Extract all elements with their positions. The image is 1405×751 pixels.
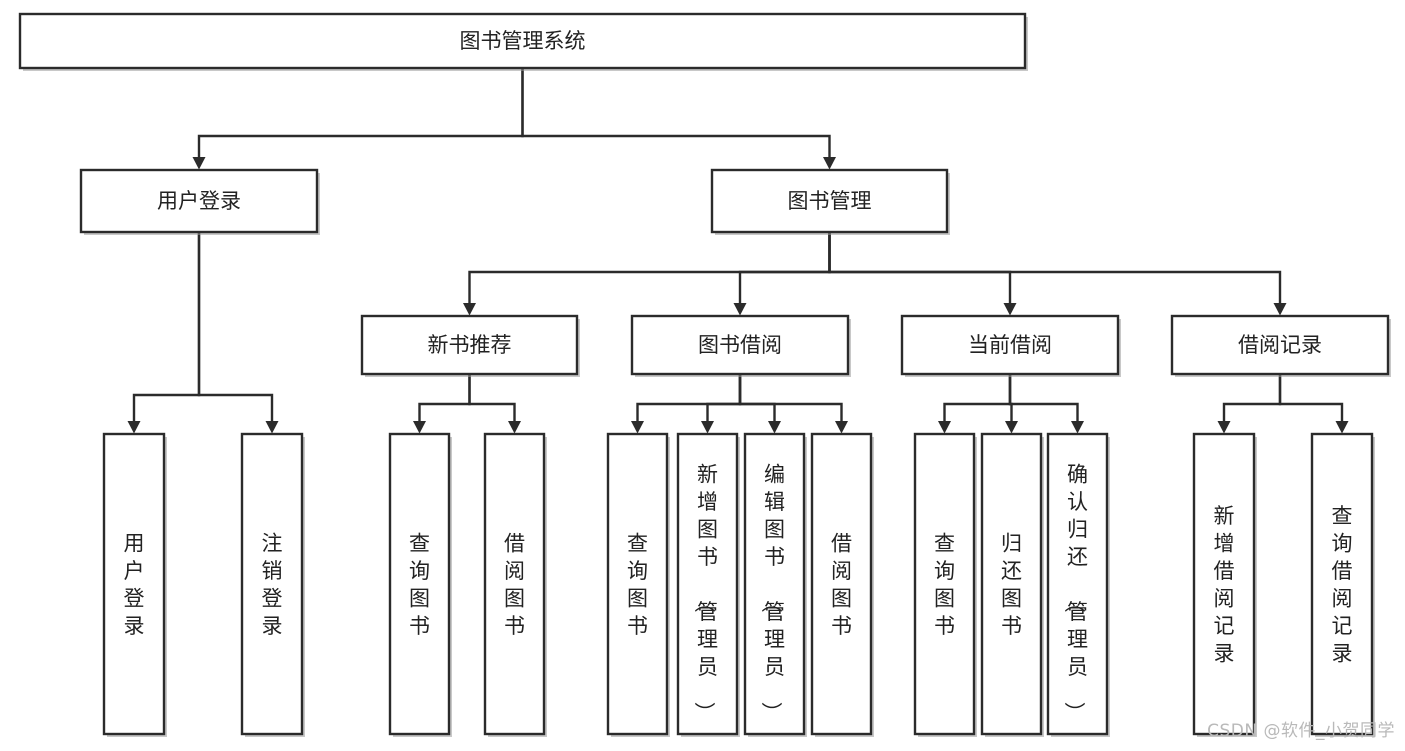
node-rect[interactable] <box>900 314 1120 376</box>
node-leaf-borrow-edit[interactable]: 编辑图书（管理员） <box>743 432 807 737</box>
node-borrow[interactable]: 图书借阅 <box>630 314 851 377</box>
node-label: 图书管理系统 <box>460 29 586 53</box>
node-leaf-record-add[interactable]: 新增借阅记录 <box>1192 432 1257 737</box>
node-leaf-newbook-query[interactable]: 查询图书 <box>388 432 452 737</box>
edge-current-to-leaf-current-query <box>938 374 1012 434</box>
arrow-head-icon <box>1005 421 1018 434</box>
node-leaf-user-login[interactable]: 用户登录 <box>102 432 167 737</box>
node-rect[interactable] <box>913 432 976 736</box>
arrow-head-icon <box>265 421 279 434</box>
edge-bookmgmt-to-newbook <box>463 232 831 316</box>
nodes-layer: 图书管理系统用户登录图书管理新书推荐图书借阅当前借阅借阅记录用户登录注销登录查询… <box>18 12 1391 737</box>
node-label: 图书借阅 <box>698 333 782 357</box>
node-label: 新书推荐 <box>428 333 512 357</box>
node-rect[interactable] <box>240 432 304 736</box>
node-label: 新增图书（管理员） <box>692 463 718 723</box>
node-label: 新增借阅记录 <box>1214 504 1235 666</box>
arrow-head-icon <box>823 157 836 170</box>
node-rect[interactable] <box>606 432 669 736</box>
node-leaf-user-logout[interactable]: 注销登录 <box>240 432 305 737</box>
node-label: 查询借阅记录 <box>1332 504 1353 666</box>
arrow-head-icon <box>413 421 426 434</box>
node-rect[interactable] <box>79 168 319 234</box>
edge-bookmgmt-to-borrow <box>733 232 831 316</box>
node-rect[interactable] <box>483 432 546 736</box>
node-leaf-borrow-query[interactable]: 查询图书 <box>606 432 670 737</box>
arrow-head-icon <box>1003 303 1017 316</box>
edge-record-to-leaf-record-query <box>1278 374 1349 434</box>
edge-record-to-leaf-record-add <box>1217 374 1282 434</box>
arrow-head-icon <box>733 303 747 316</box>
node-bookmgmt[interactable]: 图书管理 <box>710 168 950 235</box>
edge-bookmgmt-to-record <box>828 232 1287 316</box>
node-rect[interactable] <box>18 12 1027 70</box>
arrow-head-icon <box>835 421 848 434</box>
arrow-head-icon <box>1217 421 1231 434</box>
edge-current-to-leaf-current-confirm <box>1008 374 1084 434</box>
node-rect[interactable] <box>630 314 850 376</box>
node-label: 查询图书 <box>627 531 648 638</box>
edge-borrow-to-leaf-borrow-add <box>701 374 742 434</box>
node-record[interactable]: 借阅记录 <box>1170 314 1391 377</box>
watermark-credit: CSDN @软件_小贺同学 <box>1207 721 1395 741</box>
node-label: 查询图书 <box>409 531 430 638</box>
edge-login-to-leaf-user-login <box>127 232 201 434</box>
node-label: 查询图书 <box>934 531 955 638</box>
arrow-head-icon <box>768 421 781 434</box>
node-leaf-current-return[interactable]: 归还图书 <box>980 432 1044 737</box>
arrow-head-icon <box>938 421 951 434</box>
arrow-head-icon <box>127 421 141 434</box>
node-label: 借阅图书 <box>831 531 852 638</box>
node-label: 借阅图书 <box>504 531 525 638</box>
node-rect[interactable] <box>1170 314 1390 376</box>
node-label: 归还图书 <box>1001 531 1022 638</box>
node-rect[interactable] <box>360 314 579 376</box>
arrow-head-icon <box>463 303 476 316</box>
arrow-head-icon <box>1273 303 1287 316</box>
edge-root-to-bookmgmt <box>521 68 836 170</box>
node-rect[interactable] <box>743 432 806 736</box>
node-label: 确认归还（管理员） <box>1062 463 1088 723</box>
node-leaf-record-query[interactable]: 查询借阅记录 <box>1310 432 1375 737</box>
edge-newbook-to-leaf-newbook-borrow <box>468 374 521 434</box>
edge-bookmgmt-to-current <box>828 232 1017 316</box>
node-leaf-borrow-add[interactable]: 新增图书（管理员） <box>676 432 740 737</box>
node-label: 用户登录 <box>124 531 145 638</box>
arrow-head-icon <box>192 157 206 170</box>
edges-layer <box>127 68 1349 434</box>
edge-newbook-to-leaf-newbook-query <box>413 374 471 434</box>
edge-root-to-login <box>192 68 524 170</box>
node-rect[interactable] <box>980 432 1043 736</box>
node-rect[interactable] <box>676 432 739 736</box>
node-rect[interactable] <box>710 168 949 234</box>
node-rect[interactable] <box>388 432 451 736</box>
node-login[interactable]: 用户登录 <box>79 168 320 235</box>
node-label: 借阅记录 <box>1238 333 1322 357</box>
arrow-head-icon <box>1071 421 1084 434</box>
node-root[interactable]: 图书管理系统 <box>18 12 1028 71</box>
node-leaf-newbook-borrow[interactable]: 借阅图书 <box>483 432 547 737</box>
node-rect[interactable] <box>1192 432 1256 736</box>
arrow-head-icon <box>1335 421 1349 434</box>
node-label: 注销登录 <box>262 531 283 638</box>
edge-login-to-leaf-user-logout <box>197 232 279 434</box>
node-label: 编辑图书（管理员） <box>759 463 785 723</box>
node-label: 用户登录 <box>157 189 241 213</box>
node-label: 当前借阅 <box>968 333 1052 357</box>
node-leaf-current-confirm[interactable]: 确认归还（管理员） <box>1046 432 1110 737</box>
node-rect[interactable] <box>1310 432 1374 736</box>
edge-borrow-to-leaf-borrow-loan <box>738 374 848 434</box>
node-rect[interactable] <box>1046 432 1109 736</box>
node-leaf-borrow-loan[interactable]: 借阅图书 <box>810 432 874 737</box>
node-rect[interactable] <box>102 432 166 736</box>
node-newbook[interactable]: 新书推荐 <box>360 314 580 377</box>
arrow-head-icon <box>508 421 521 434</box>
node-leaf-current-query[interactable]: 查询图书 <box>913 432 977 737</box>
arrow-head-icon <box>701 421 714 434</box>
node-label: 图书管理 <box>788 189 872 213</box>
node-current[interactable]: 当前借阅 <box>900 314 1121 377</box>
node-rect[interactable] <box>810 432 873 736</box>
arrow-head-icon <box>631 421 644 434</box>
